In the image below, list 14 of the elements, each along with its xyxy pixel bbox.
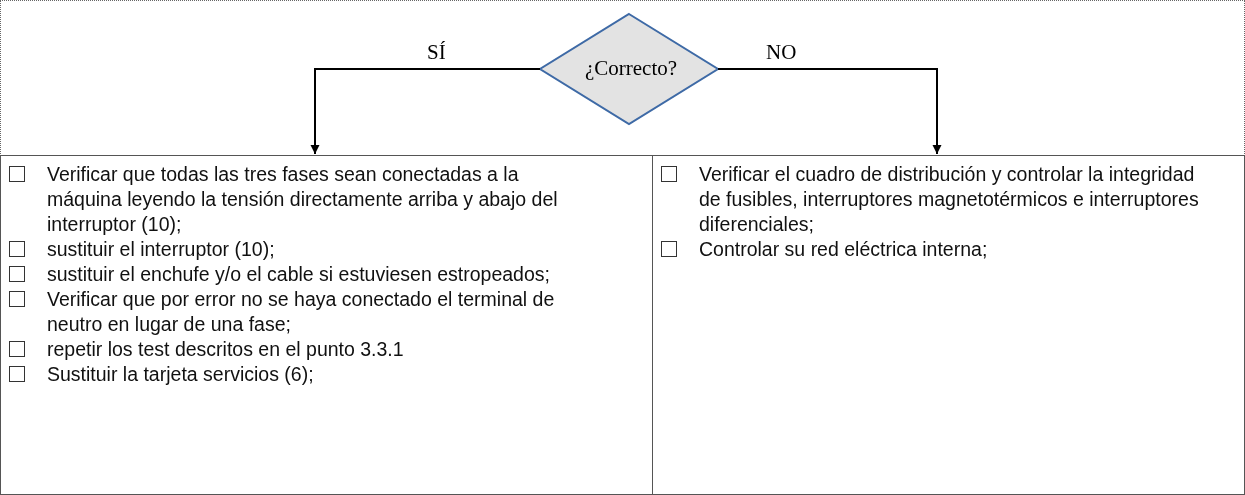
arrow bbox=[717, 68, 942, 155]
list-item-text: Verificar el cuadro de distribución y controlar la integridad de fusibles, interruptores magnetotérmicos e interruptores diferenciales; bbox=[699, 163, 1199, 235]
list-item-text: repetir los test descritos en el punto 3.3.1 bbox=[47, 338, 404, 360]
list-item-text: Sustituir la tarjeta servicios (6); bbox=[47, 363, 314, 385]
decision-text: ¿Correcto? bbox=[583, 56, 679, 81]
list-item-text: Verificar que todas las tres fases sean conectadas a la máquina leyendo la tensión directamente arriba y abajo del interruptor (10); bbox=[47, 163, 558, 235]
list-item-text: sustituir el enchufe y/o el cable si estuviesen estropeados; bbox=[47, 263, 550, 285]
arrow bbox=[310, 68, 541, 155]
decision-diamond bbox=[538, 12, 720, 126]
list-item-text: sustituir el interruptor (10); bbox=[47, 238, 275, 260]
table-cell bbox=[0, 155, 653, 495]
table-cell bbox=[652, 155, 1245, 495]
list-item-text: Verificar que por error no se haya conectado el terminal de neutro en lugar de una fase; bbox=[47, 288, 555, 335]
list-item-text: Controlar su red eléctrica interna; bbox=[699, 238, 988, 260]
